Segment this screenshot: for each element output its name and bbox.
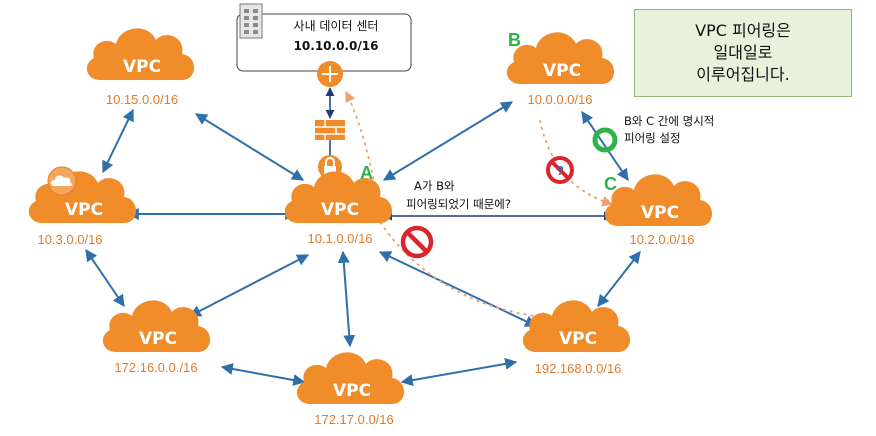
vpc-b: VPC 10.0.0.0/16 B xyxy=(506,30,614,107)
datacenter-cidr: 10.10.0.0/16 xyxy=(294,39,379,53)
vpc-letter: A xyxy=(360,163,373,183)
callout-line-2: 일대일로 xyxy=(713,43,773,62)
no-entry-icon xyxy=(400,225,434,259)
no-entry-icon: ? xyxy=(546,156,574,184)
note-bc-line2: 피어링 설정 xyxy=(624,131,681,145)
svg-text:?: ? xyxy=(556,163,564,178)
vpc-v103: VPC 10.3.0.0/16 xyxy=(28,166,136,247)
link-b-c xyxy=(581,111,629,181)
router-icon xyxy=(317,61,343,87)
building-icon xyxy=(239,3,263,39)
vpc-label: VPC xyxy=(559,329,597,349)
vpc-v1015: VPC 10.15.0.0/16 xyxy=(86,28,194,107)
dashed-route-a-v192 xyxy=(379,221,554,323)
vpc-cidr: 10.2.0.0/16 xyxy=(629,232,694,247)
link-v17217-v192 xyxy=(400,357,518,387)
ring-icon xyxy=(592,127,618,153)
vpc-cidr: 10.3.0.0/16 xyxy=(37,232,102,247)
vpc-letter: B xyxy=(508,30,521,50)
link-c-v192 xyxy=(597,251,641,307)
link-v103-v17216 xyxy=(85,249,125,307)
vpc-v17217: VPC 172.17.0.0/16 xyxy=(296,352,404,427)
vpc-v192: VPC 192.168.0.0/16 xyxy=(522,300,630,376)
link-a-v1015 xyxy=(194,113,305,181)
cloud-icon xyxy=(47,166,77,196)
vpc-label: VPC xyxy=(321,200,359,220)
peering-links xyxy=(85,87,641,387)
link-v1015-v103 xyxy=(102,108,134,174)
vpc-a: VPC 10.1.0.0/16 A xyxy=(284,163,392,246)
vpc-cidr: 172.16.0.0./16 xyxy=(114,360,197,375)
vpc-cidr: 10.0.0.0/16 xyxy=(527,92,592,107)
note-bc-line1: B와 C 간에 명시적 xyxy=(624,114,714,128)
vpc-letter: C xyxy=(604,174,617,194)
datacenter-title: 사내 데이터 센터 xyxy=(294,19,379,33)
callout-line-1: VPC 피어링은 xyxy=(695,21,791,40)
vpc-cidr: 172.17.0.0/16 xyxy=(314,412,394,427)
datacenter: 사내 데이터 센터 10.10.0.0/16 xyxy=(236,3,412,87)
vpc-label: VPC xyxy=(641,203,679,223)
vpc-label: VPC xyxy=(333,381,371,401)
vpc-label: VPC xyxy=(123,57,161,77)
vpc-cidr: 10.15.0.0/16 xyxy=(106,92,178,107)
link-v17216-v17217 xyxy=(220,363,306,386)
vpc-v17216: VPC 172.16.0.0./16 xyxy=(102,300,210,375)
note-question-line2: 피어링되었기 때문에? xyxy=(406,197,511,211)
link-a-v17217 xyxy=(337,250,356,348)
callout-box: VPC 피어링은 일대일로 이루어집니다. xyxy=(634,9,852,97)
vpc-cidr: 192.168.0.0/16 xyxy=(535,361,622,376)
vpc-label: VPC xyxy=(139,329,177,349)
note-question-line1: A가 B와 xyxy=(414,179,455,193)
callout-line-3: 이루어집니다. xyxy=(696,65,790,84)
link-a-v192 xyxy=(378,251,538,327)
vpc-c: VPC 10.2.0.0/16 C xyxy=(604,174,712,247)
vpc-cidr: 10.1.0.0/16 xyxy=(307,231,372,246)
vpc-label: VPC xyxy=(65,200,103,220)
firewall-icon xyxy=(315,120,345,140)
link-a-v17216 xyxy=(188,254,310,317)
link-a-b xyxy=(382,101,514,181)
vpc-label: VPC xyxy=(543,61,581,81)
